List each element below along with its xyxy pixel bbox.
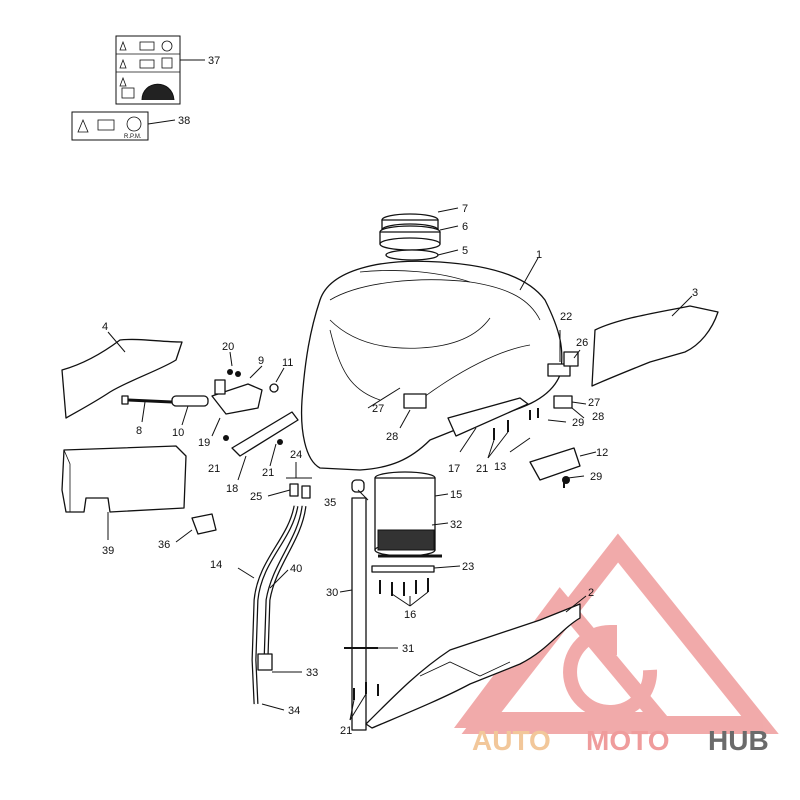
hose-14	[251, 505, 299, 705]
callout-40: 40	[290, 563, 302, 575]
callout-29-a: 29	[572, 417, 584, 429]
callout-10: 10	[172, 427, 184, 439]
callout-23: 23	[462, 561, 474, 573]
callout-27-a: 27	[372, 403, 384, 415]
side-cover-right	[591, 305, 719, 387]
watermark-auto: AUTO	[472, 725, 551, 756]
warning-label-38: R.P.M.	[71, 111, 149, 141]
callout-38: 38	[178, 115, 190, 127]
screws-21-bottom	[353, 682, 379, 700]
callout-2: 2	[588, 587, 594, 599]
callout-11: 11	[282, 357, 293, 369]
callout-21-a: 21	[208, 463, 220, 475]
pad-22	[547, 363, 571, 377]
callout-18: 18	[226, 483, 238, 495]
callout-28-b: 28	[592, 411, 604, 423]
callout-14: 14	[210, 559, 222, 571]
callout-32: 32	[450, 519, 462, 531]
rpm-text: R.P.M.	[124, 134, 142, 140]
callout-27-b: 27	[588, 397, 600, 409]
fitting-33	[257, 653, 273, 671]
spacer-10	[171, 395, 209, 407]
callout-4: 4	[102, 321, 108, 333]
callout-21-d: 21	[340, 725, 352, 737]
side-cover-39	[61, 445, 187, 513]
watermark-text: AUTO MOTO HUB	[472, 725, 769, 756]
watermark-moto: MOTO	[586, 725, 669, 756]
fuel-tank	[300, 260, 563, 471]
callout-28-a: 28	[386, 431, 398, 443]
callout-34: 34	[288, 705, 300, 717]
hose-40	[263, 505, 307, 661]
warning-label-37	[115, 35, 181, 105]
callout-21-c: 21	[476, 463, 488, 475]
callout-12: 12	[596, 447, 608, 459]
rubber-26	[563, 351, 579, 367]
clip-36	[191, 513, 217, 535]
callout-33: 33	[306, 667, 318, 679]
lower-cover-2	[365, 603, 581, 729]
callout-39: 39	[102, 545, 114, 557]
cap-35	[351, 479, 365, 493]
damper-28-right	[553, 395, 573, 409]
callout-30: 30	[326, 587, 338, 599]
screws-21-mid	[493, 420, 509, 440]
callout-29-b: 29	[590, 471, 602, 483]
mount-bracket	[211, 369, 279, 415]
callout-26: 26	[576, 337, 588, 349]
side-cover-left	[61, 338, 183, 419]
callout-7: 7	[462, 203, 468, 215]
callout-labels: 1 2 3 4 5 6 7 8 9 10 11 12 13 14 15 16 1…	[102, 55, 698, 737]
callout-36: 36	[158, 539, 170, 551]
pump-plate-23	[371, 565, 435, 573]
fuel-pump	[374, 471, 442, 558]
callout-25: 25	[250, 491, 262, 503]
callout-19: 19	[198, 437, 210, 449]
tank-undertray	[447, 397, 529, 437]
callout-9: 9	[258, 355, 264, 367]
bolt-8	[121, 395, 173, 405]
callout-15: 15	[450, 489, 462, 501]
callout-21-b: 21	[262, 467, 274, 479]
watermark-hub: HUB	[708, 725, 769, 756]
callout-35: 35	[324, 497, 336, 509]
callout-24: 24	[290, 449, 302, 461]
callout-22: 22	[560, 311, 572, 323]
fittings-25	[286, 477, 312, 499]
damper-28-left	[403, 393, 427, 409]
fuel-cap-assembly	[379, 213, 441, 261]
cover-panel-18	[223, 411, 299, 457]
callout-1: 1	[536, 249, 542, 261]
callout-8: 8	[136, 425, 142, 437]
callout-6: 6	[462, 221, 468, 233]
callout-5: 5	[462, 245, 468, 257]
callout-20: 20	[222, 341, 234, 353]
screws-29	[529, 408, 565, 488]
drain-pipe-30	[351, 497, 367, 731]
callout-37: 37	[208, 55, 220, 67]
callout-13: 13	[494, 461, 506, 473]
callout-16: 16	[404, 609, 416, 621]
callout-3: 3	[692, 287, 698, 299]
rear-bracket-12	[529, 447, 581, 484]
screws-16	[379, 578, 429, 596]
callout-31: 31	[402, 643, 414, 655]
callout-17: 17	[448, 463, 460, 475]
